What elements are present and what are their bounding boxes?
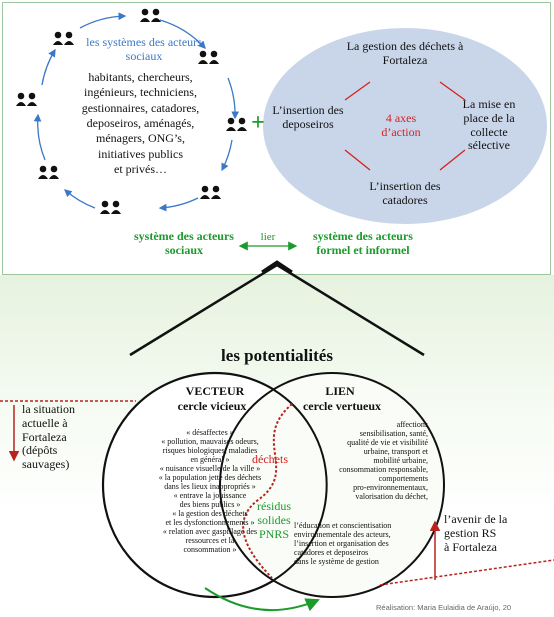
actor-line: ingénieurs, techniciens, (84, 85, 197, 100)
actor-line: gestionnaires, catadores, (81, 100, 200, 115)
lien-subtitle: cercle vertueux (302, 399, 382, 413)
people-icons (16, 8, 247, 214)
actors-cycle (33, 12, 240, 212)
bottom-curved-arrow (204, 587, 320, 612)
vecteur-item: risques biologiques, maladies (162, 446, 258, 456)
lien-item: environnementale des acteurs, (294, 530, 391, 540)
vecteur-title: VECTEUR (185, 384, 245, 398)
residus-label: résidus solides PNRS (257, 499, 291, 541)
vecteur-item: « pollution, mauvaises odeurs, (161, 437, 259, 447)
lien-item: l’éducation et conscientisation (294, 521, 392, 530)
vecteur-item: consommation » (183, 545, 237, 555)
potentialites-title: les potentialités (221, 346, 333, 365)
lien-item: dans le système de gestion (294, 557, 379, 567)
vecteur-item: des biens publics » (179, 500, 241, 510)
lien-item: catadores et deposeiros (294, 548, 369, 558)
note-line: Fortaleza (22, 429, 67, 444)
lien-list: affections sensibilisation, santé, quali… (288, 420, 428, 501)
link-right: système des acteurs formel et informel (313, 229, 413, 257)
actor-line: ménagers, ONG’s, (96, 131, 185, 146)
chevron-shape (129, 263, 425, 357)
actors-system-title: les systèmes des acteurs sociaux (86, 35, 202, 63)
lien-title: LIEN (325, 384, 355, 398)
axis-left: L’insertion des deposeiros (272, 103, 344, 131)
lien-item: pro-environnementaux, (353, 483, 428, 493)
note-line: actuelle à (22, 415, 68, 430)
axis-bottom: L’insertion des catadores (369, 179, 441, 207)
vecteur-item: et les dysfonctionnements » (165, 518, 255, 528)
note-line: (dépôts (22, 443, 58, 458)
lien-item: comportements (378, 474, 428, 484)
separation-curve (242, 403, 293, 579)
vecteur-item: « entrave la jouissance (173, 491, 247, 501)
actor-line: deposeiros, aménagés, (86, 116, 195, 131)
lien-item: sensibilisation, santé, (359, 429, 428, 439)
actor-line: et privés… (114, 162, 167, 177)
note-line: la situation (22, 402, 75, 416)
actor-line: initiatives publics (98, 146, 183, 161)
lien-item: qualité de vie et visibilité (347, 438, 428, 448)
vecteur-item: « la gestion des déchets (172, 509, 248, 519)
actor-line: habitants, chercheurs, (88, 70, 193, 84)
axes-ellipse (263, 28, 547, 224)
lien-circle (219, 372, 445, 598)
situation-note: la situation actuelle à Fortaleza (dépôt… (22, 402, 104, 472)
dechets-label: déchets (252, 452, 288, 466)
link-middle: lier (260, 231, 276, 243)
lien-list-bottom: l’éducation et conscientisation environn… (294, 521, 434, 566)
lien-item: consommation responsable, (339, 465, 428, 475)
plus-sign: + (251, 110, 265, 136)
lien-item: l’insertion et organisation des (294, 539, 389, 549)
vecteur-item: dans les lieux inappropriés » (164, 482, 256, 492)
vecteur-item: ressources et la (185, 536, 235, 546)
avenir-note: l’avenir de la gestion RS à Fortaleza (444, 512, 540, 554)
lien-item: mobilité urbaine, (373, 456, 428, 466)
note-line: l’avenir de la (444, 512, 508, 526)
vecteur-list: « désaffectes » « pollution, mauvaises o… (140, 428, 280, 554)
note-line: sauvages) (22, 457, 70, 472)
vecteur-item: « nuisance visuelle de la ville » (159, 464, 261, 474)
actors-list: habitants, chercheurs, ingénieurs, techn… (58, 70, 223, 178)
vecteur-item: « la population jette des déchets (158, 473, 262, 483)
credit-text: Réalisation: Maria Eulaidia de Araújo, 2… (376, 603, 512, 612)
note-line: gestion RS (444, 525, 497, 540)
lien-item: urbaine, transport et (363, 447, 428, 457)
link-left: système des acteurs sociaux (134, 229, 234, 257)
axes-connectors (344, 81, 466, 171)
vecteur-item: « désaffectes » (186, 428, 234, 437)
axis-center: 4 axes d’action (381, 111, 421, 139)
vecteur-item: en général » (190, 455, 230, 465)
lien-item: affections (396, 420, 428, 429)
vecteur-item: « relation avec gaspillage des (162, 527, 258, 537)
lien-item: valorisation du déchet, (355, 492, 428, 502)
axis-right: La mise en place de la collecte sélectiv… (462, 97, 516, 153)
axis-top: La gestion des déchets à Fortaleza (346, 39, 464, 67)
vecteur-subtitle: cercle vicieux (177, 399, 247, 413)
note-line: à Fortaleza (444, 539, 497, 554)
